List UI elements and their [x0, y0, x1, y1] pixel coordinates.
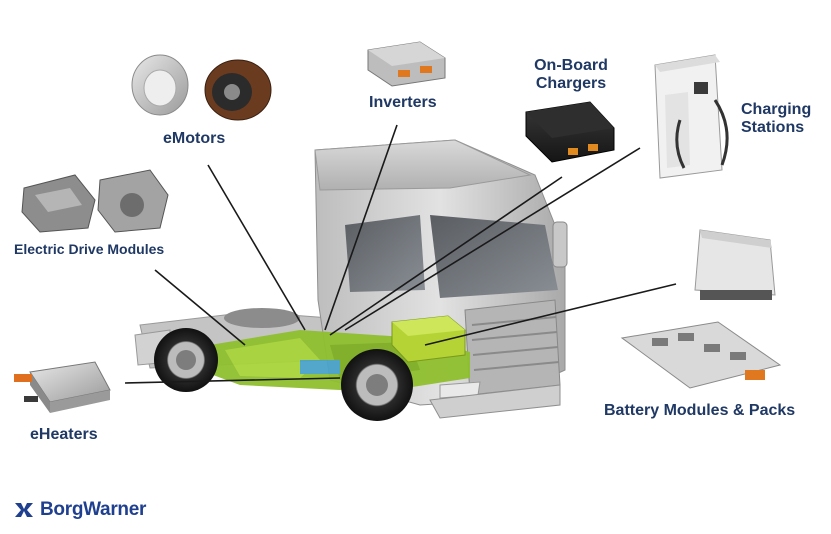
borgwarner-logo: BorgWarner: [14, 498, 146, 522]
battery-images: [620, 229, 782, 389]
label-emotors: eMotors: [163, 130, 226, 147]
label-eheaters: eHeaters: [30, 426, 98, 443]
leader-lines: [124, 124, 677, 384]
label-charging-stations-line1: Charging: [741, 101, 812, 118]
label-inverters: Inverters: [369, 94, 437, 111]
leader-line-eheaters: [124, 377, 341, 384]
rear-wheel: [154, 328, 218, 392]
inverter-image: [367, 41, 446, 87]
charging-station-image: [654, 54, 729, 179]
edm-images: [21, 169, 169, 233]
leader-line-charging-stations: [344, 147, 641, 331]
label-onboard-chargers-line2: Chargers: [535, 75, 607, 93]
truck-illustration: [134, 139, 568, 421]
truck-battery-highlight: [391, 315, 466, 363]
leader-line-inverters: [324, 124, 398, 331]
leader-line-onboard-chargers: [329, 176, 563, 336]
onboard-charger-image: [525, 101, 615, 163]
borgwarner-mark-icon: [15, 503, 33, 517]
label-charging-stations-line2: Stations: [741, 119, 805, 137]
emotor-images: [131, 54, 272, 121]
brand-name: BorgWarner: [40, 499, 147, 520]
label-electric-drive-modules: Electric Drive Modules: [14, 241, 165, 257]
label-charging-stations: Charging Stations: [741, 101, 811, 138]
label-battery-modules-packs: Battery Modules & Packs: [604, 402, 796, 419]
leader-line-battery: [424, 283, 677, 346]
eheater-image: [14, 361, 111, 413]
front-wheel: [341, 349, 413, 421]
label-onboard-chargers: On-Board Chargers: [521, 57, 621, 94]
leader-line-emotors: [207, 164, 306, 331]
leader-line-edm: [154, 269, 246, 346]
label-onboard-chargers-line1: On-Board: [534, 57, 608, 74]
